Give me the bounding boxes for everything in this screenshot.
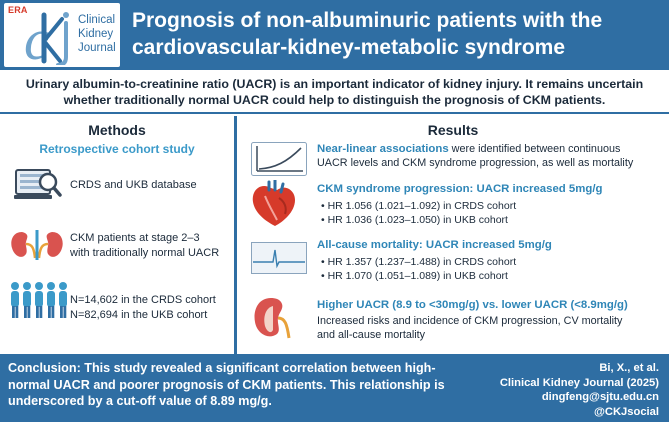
method-line: N=14,602 in the CRDS cohort (70, 294, 216, 306)
journal-line-2: Kidney (78, 28, 114, 40)
result-uacr-head: Higher UACR (8.9 to <30mg/g) vs. lower U… (317, 299, 628, 311)
journal-line-1: Clinical (78, 14, 116, 26)
conclusion-text: Conclusion: This study revealed a signif… (8, 361, 445, 408)
result-uacr-body: Increased risks and incidence of CKM pro… (317, 314, 662, 342)
intro-text: Urinary albumin-to-creatinine ratio (UAC… (25, 77, 644, 107)
method-line: N=82,694 in the UKB cohort (70, 309, 208, 321)
footer-banner: Conclusion: This study revealed a signif… (0, 354, 669, 422)
results-panel: Results Near-linear associations were id… (237, 118, 669, 354)
ecg-icon (251, 242, 307, 274)
contact-email[interactable]: dingfeng@sjtu.edu.cn (541, 391, 659, 403)
database-magnifier-icon (14, 169, 62, 199)
method-item-database: CRDS and UKB database (70, 178, 197, 193)
method-item-patients: CKM patients at stage 2–3 with tradition… (70, 231, 219, 261)
social-handle[interactable]: @CKJsocial (593, 405, 659, 418)
header-banner: c ERA Clinical Kidney Journal Prognosis … (0, 0, 669, 70)
result-mortality-head: All-cause mortality: UACR increased 5mg/… (317, 239, 552, 251)
journal-line-3: Journal (78, 42, 116, 54)
page-title: Prognosis of non-albuminuric patients wi… (132, 9, 603, 59)
method-line: CRDS and UKB database (70, 179, 197, 191)
panel-divider (234, 116, 237, 354)
ckj-logo-icon: c (24, 7, 69, 65)
people-group-icon (11, 282, 67, 318)
curve-chart-icon (251, 142, 307, 176)
intro-band: Urinary albumin-to-creatinine ratio (UAC… (0, 70, 669, 114)
result-linear: Near-linear associations were identified… (317, 142, 662, 170)
methods-panel: Methods Retrospective cohort study CRDS … (0, 118, 234, 354)
result-linear-head: Near-linear associations (317, 143, 449, 155)
citation-block: Bi, X., et al. Clinical Kidney Journal (… (449, 361, 659, 419)
result-ckm-bullet-1: • HR 1.056 (1.021–1.092) in CRDS cohort (321, 200, 517, 212)
result-mortality-bullet-2: • HR 1.070 (1.051–1.089) in UKB cohort (321, 270, 508, 282)
citation-journal: Clinical Kidney Journal (2025) (499, 376, 659, 389)
kidney-icon (254, 298, 291, 339)
result-mortality-bullet-1: • HR 1.357 (1.237–1.488) in CRDS cohort (321, 256, 517, 268)
kidney-icon (11, 230, 63, 260)
citation-authors: Bi, X., et al. (599, 362, 659, 374)
methods-subtitle: Retrospective cohort study (39, 142, 195, 156)
result-linear-line2: UACR levels and CKM syndrome progression… (317, 157, 634, 169)
result-linear-line1: Near-linear associations were identified… (317, 142, 662, 156)
results-title: Results (427, 122, 479, 138)
method-line: CKM patients at stage 2–3 (70, 232, 200, 244)
result-uacr-line: and all-cause mortality (317, 329, 426, 341)
era-logo: ERA (8, 5, 28, 15)
journal-logo: c ERA Clinical Kidney Journal (4, 3, 120, 67)
result-uacr-line: Increased risks and incidence of CKM pro… (317, 315, 623, 327)
result-ckm-head: CKM syndrome progression: UACR increased… (317, 183, 603, 195)
result-linear-rest: were identified between continuous (448, 143, 621, 155)
method-line: with traditionally normal UACR (70, 247, 220, 259)
result-ckm-bullet-2: • HR 1.036 (1.023–1.050) in UKB cohort (321, 214, 508, 226)
heart-icon (252, 180, 295, 226)
methods-title: Methods (88, 122, 146, 138)
method-item-sample-size: N=14,602 in the CRDS cohort N=82,694 in … (70, 293, 216, 323)
journal-name: Clinical Kidney Journal (78, 13, 120, 55)
